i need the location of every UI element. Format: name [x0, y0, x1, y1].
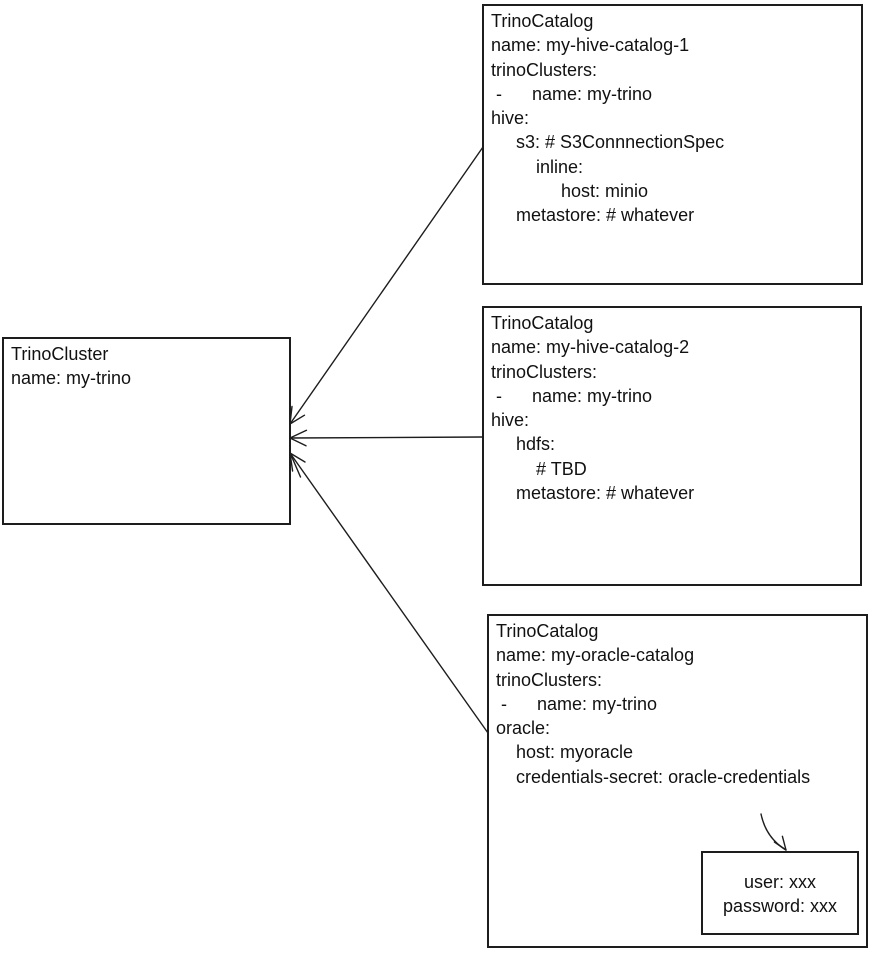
catalog-yaml-line: host: myoracle: [496, 742, 634, 763]
catalog-yaml-line: metastore: # whatever: [491, 205, 695, 226]
arrowhead-icon: [289, 429, 308, 447]
connector-line: [289, 436, 484, 439]
trino-catalog-1-box: TrinoCatalog name: my-hive-catalog-1 tri…: [482, 4, 863, 285]
connector-catalog3-to-cluster: [289, 452, 489, 734]
catalog-yaml-line: trinoClusters:: [496, 669, 603, 690]
trino-catalog-2-box: TrinoCatalog name: my-hive-catalog-2 tri…: [482, 306, 862, 586]
connector-line: [289, 452, 489, 734]
secret-password-line: password: xxx: [722, 896, 838, 917]
arrowhead-icon: [289, 452, 306, 478]
catalog-title: TrinoCatalog: [491, 313, 594, 333]
catalog-yaml-line: trinoClusters:: [491, 361, 598, 382]
catalog-yaml-line: host: minio: [491, 181, 649, 202]
secret-user-line: user: xxx: [743, 872, 817, 892]
catalog-title: TrinoCatalog: [496, 621, 599, 641]
catalog-yaml-line: s3: # S3ConnnectionSpec: [491, 132, 725, 153]
trino-catalog-3-box: TrinoCatalog name: my-oracle-catalog tri…: [487, 614, 868, 948]
catalog-name: name: my-hive-catalog-1: [491, 35, 690, 56]
catalog-name: name: my-oracle-catalog: [496, 645, 695, 666]
catalog-yaml-line: # TBD: [491, 458, 587, 479]
trino-cluster-box: TrinoCluster name: my-trino: [2, 337, 291, 525]
catalog-yaml-line: - name: my-trino: [491, 83, 653, 104]
connector-catalog1-to-cluster: [289, 146, 484, 425]
connector-catalog2-to-cluster: [289, 429, 484, 447]
catalog-yaml-line: inline:: [491, 156, 584, 177]
oracle-credentials-secret-box: user: xxx password: xxx: [701, 851, 859, 935]
catalog-yaml-line: hive:: [491, 410, 530, 431]
catalog-yaml-line: credentials-secret: oracle-credentials: [496, 766, 811, 787]
catalog-name: name: my-hive-catalog-2: [491, 337, 690, 358]
catalog-yaml-line: hive:: [491, 108, 530, 129]
connector-line: [289, 146, 484, 425]
catalog-yaml-line: - name: my-trino: [496, 693, 658, 714]
catalog-yaml-line: trinoClusters:: [491, 59, 598, 80]
catalog-yaml-line: metastore: # whatever: [491, 483, 695, 504]
cluster-title: TrinoCluster: [11, 344, 109, 364]
arrowhead-icon: [289, 405, 306, 425]
catalog-yaml-line: hdfs:: [491, 434, 556, 455]
catalog-title: TrinoCatalog: [491, 11, 594, 31]
catalog-yaml-line: oracle:: [496, 718, 551, 739]
cluster-name: name: my-trino: [11, 368, 132, 389]
catalog-yaml-line: - name: my-trino: [491, 385, 653, 406]
